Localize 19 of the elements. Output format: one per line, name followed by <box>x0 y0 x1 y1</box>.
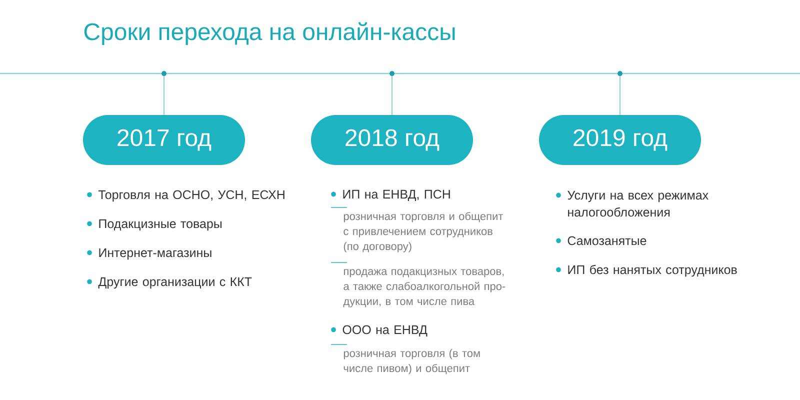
note-text: розничная торговля (в том числе пивом) и общепит <box>344 349 480 374</box>
list-item: ИП на ЕНВД, ПСН <box>343 190 450 201</box>
note-text: продажа подакцизных товаров, а также слабоалкогольной про- дукции, в том числе пива <box>343 269 506 308</box>
connector-line <box>391 76 393 115</box>
list-item: Интернет-магазины <box>99 248 212 260</box>
list-item: ООО на ЕНВД <box>342 325 428 336</box>
year-pill: 2018 год <box>311 115 473 165</box>
connector-line <box>163 76 165 115</box>
list-item: Торговля на ОСНО, УСН, ЕСХН <box>98 190 284 202</box>
connector-line <box>619 76 621 115</box>
note-text: розничная торговля и общепит с привлечением сотрудников (по договору) <box>344 212 504 252</box>
list-item: Услуги на всех режимах налогообложения <box>568 190 708 217</box>
list-item: Другие организации с ККТ <box>98 277 252 289</box>
year-pill: 2019 год <box>539 115 701 165</box>
list-item: ИП без нанятых сотрудников <box>568 264 737 277</box>
year-pill: 2017 год <box>83 115 245 165</box>
list-item: Подакцизные товары <box>99 219 222 231</box>
list-item: Самозанятые <box>568 236 646 246</box>
title: Сроки перехода на онлайн-кассы <box>84 22 455 45</box>
